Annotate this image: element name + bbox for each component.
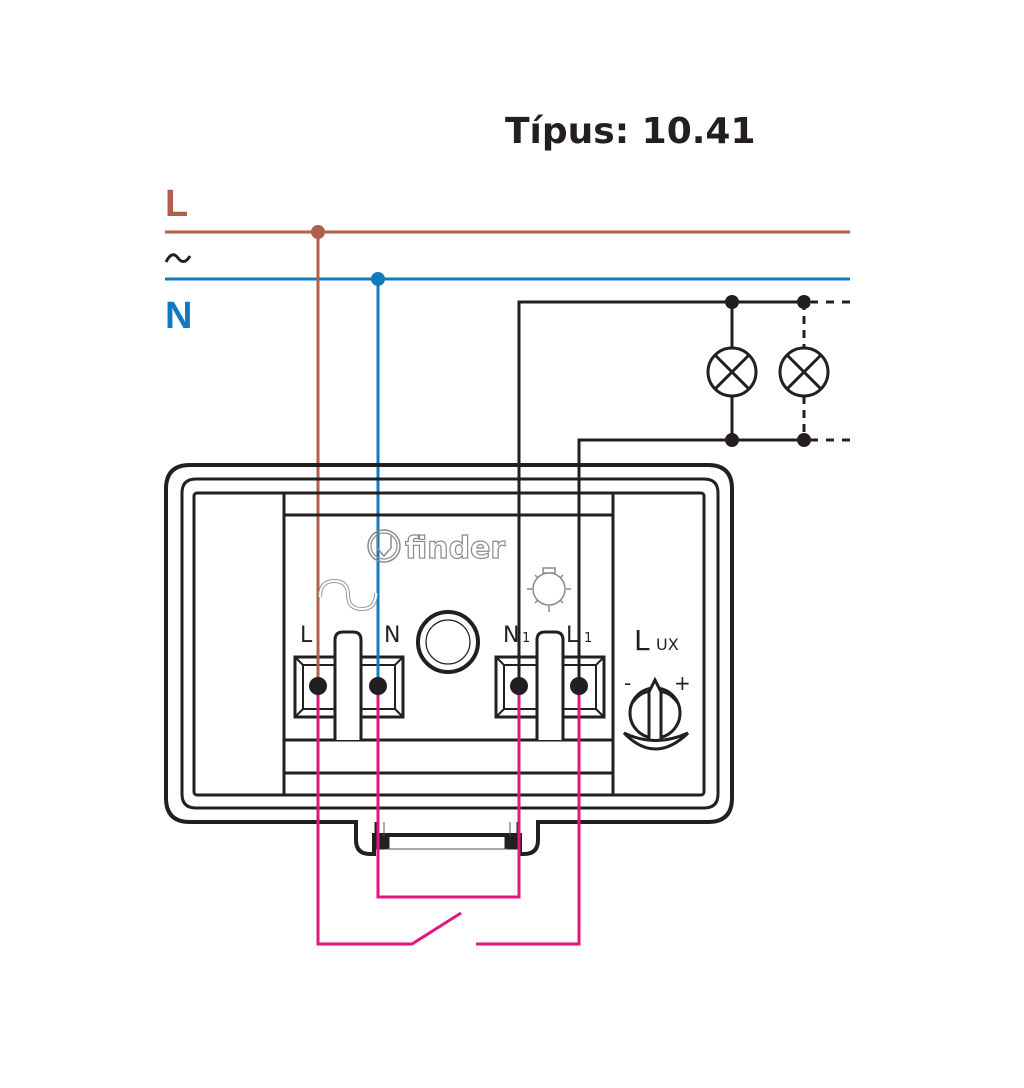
terminal-label-l1: L bbox=[566, 623, 579, 648]
terminal-label-l: L bbox=[300, 623, 313, 648]
terminal-label-n1: N bbox=[503, 623, 519, 648]
switch-input-wire bbox=[316, 686, 462, 946]
l1-load-wire bbox=[577, 438, 732, 686]
line-label: L bbox=[165, 183, 188, 225]
diagram-title: Típus: 10.41 bbox=[505, 111, 756, 152]
lux-plus-label: + bbox=[674, 671, 691, 695]
switch-output-wire bbox=[476, 686, 581, 946]
lamp-2 bbox=[778, 295, 830, 447]
sun-icon bbox=[527, 567, 571, 612]
terminal-screw-l bbox=[309, 677, 327, 695]
terminal-sub-l1: 1 bbox=[584, 631, 592, 646]
finder-logo-icon: finder bbox=[367, 529, 506, 567]
terminal-screw-l1 bbox=[570, 677, 588, 695]
lux-adjust-knob-icon[interactable] bbox=[622, 676, 690, 751]
light-sensor-window-icon bbox=[416, 610, 480, 674]
lux-label: L bbox=[634, 624, 650, 657]
terminal-screw-n1 bbox=[510, 677, 528, 695]
n-n1-bridge-wire bbox=[376, 686, 521, 899]
lamp-1 bbox=[706, 295, 758, 447]
n1-load-wire bbox=[517, 300, 850, 686]
line-junction-dot bbox=[311, 225, 325, 239]
ac-tilde-icon bbox=[164, 253, 192, 263]
terminal-label-n: N bbox=[384, 623, 400, 648]
lux-label-sub: UX bbox=[656, 635, 679, 654]
lux-minus-label: - bbox=[624, 671, 631, 695]
brand-name: finder bbox=[405, 531, 505, 566]
neutral-label: N bbox=[165, 295, 192, 337]
neutral-junction-dot bbox=[371, 272, 385, 286]
terminal-sub-n1: 1 bbox=[522, 631, 530, 646]
terminal-screw-n bbox=[369, 677, 387, 695]
